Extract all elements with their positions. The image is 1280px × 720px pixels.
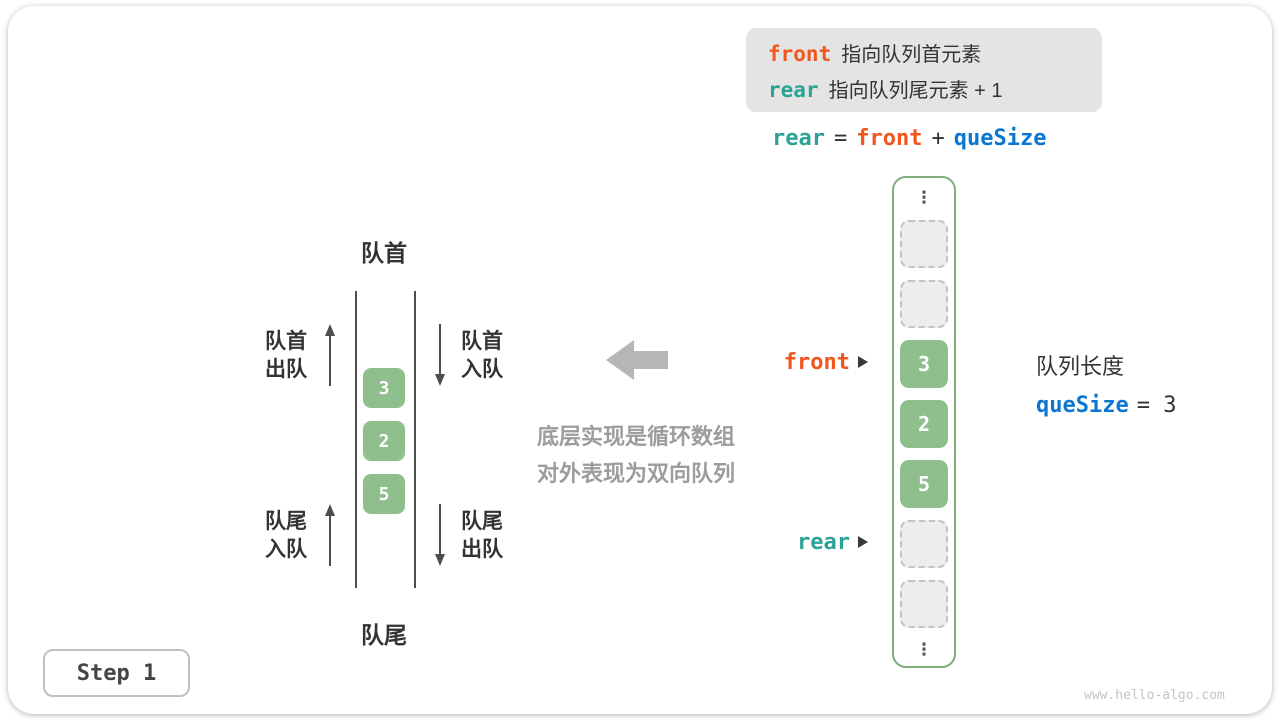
head-dequeue-label: 队首 出队 bbox=[258, 328, 314, 384]
queue-length-label: 队列长度 bbox=[1036, 354, 1125, 379]
formula-rear: rear bbox=[772, 126, 825, 151]
deque-item: 2 bbox=[363, 421, 405, 461]
head-enqueue-line2: 入队 bbox=[461, 358, 503, 381]
array-cell: 2 bbox=[900, 400, 948, 448]
pointer-formula: rear = front + queSize bbox=[772, 126, 1055, 151]
legend-line-rear: rear 指向队列尾元素 + 1 bbox=[768, 74, 1080, 103]
quesize-line: queSize = 3 bbox=[1036, 386, 1176, 425]
front-keyword: front bbox=[768, 41, 832, 66]
implementation-note: 底层实现是循环数组 对外表现为双向队列 bbox=[505, 418, 767, 492]
tail-dequeue-label: 队尾 出队 bbox=[454, 508, 510, 564]
front-pointer-label: front bbox=[783, 349, 850, 375]
ellipsis-bottom: ⋮ bbox=[915, 640, 933, 659]
legend-line-front: front 指向队列首元素 bbox=[768, 38, 1080, 67]
deque-right-wall bbox=[414, 291, 416, 588]
pointer-arrow-icon bbox=[858, 536, 868, 548]
deque-head-label: 队首 bbox=[361, 240, 407, 266]
formula-equals: = bbox=[833, 126, 848, 151]
left-arrow-icon bbox=[606, 340, 668, 380]
down-arrow-icon bbox=[435, 324, 445, 386]
deque-left-wall bbox=[355, 291, 357, 588]
note-line1: 底层实现是循环数组 bbox=[536, 424, 735, 449]
rear-keyword: rear bbox=[768, 77, 819, 102]
deque-tail-label: 队尾 bbox=[361, 622, 407, 648]
pointer-arrow-icon bbox=[858, 356, 868, 368]
up-arrow-icon bbox=[325, 324, 335, 386]
formula-quesize: queSize bbox=[953, 126, 1047, 151]
formula-plus: + bbox=[931, 126, 945, 151]
tail-enqueue-line2: 入队 bbox=[265, 538, 307, 561]
ellipsis-top: ⋮ bbox=[915, 188, 933, 207]
array-cell-empty bbox=[900, 520, 948, 568]
up-arrow-icon bbox=[325, 504, 335, 566]
note-line2: 对外表现为双向队列 bbox=[536, 461, 735, 486]
tail-enqueue-label: 队尾 入队 bbox=[258, 508, 314, 564]
tail-dequeue-line2: 出队 bbox=[461, 538, 503, 561]
legend-box: front 指向队列首元素 rear 指向队列尾元素 + 1 bbox=[746, 28, 1102, 112]
head-dequeue-line2: 出队 bbox=[265, 358, 307, 381]
front-description: 指向队列首元素 bbox=[841, 43, 982, 66]
tail-dequeue-line1: 队尾 bbox=[461, 510, 503, 533]
tail-enqueue-line1: 队尾 bbox=[265, 510, 307, 533]
queue-length-info: 队列长度 queSize = 3 bbox=[1036, 348, 1176, 425]
head-enqueue-line1: 队首 bbox=[461, 330, 503, 353]
array-cell-empty bbox=[900, 280, 948, 328]
array-cell: 3 bbox=[900, 340, 948, 388]
deque-item: 5 bbox=[363, 474, 405, 514]
figure-card: front 指向队列首元素 rear 指向队列尾元素 + 1 rear = front +… bbox=[8, 6, 1272, 714]
rear-description: 指向队列尾元素 + 1 bbox=[828, 79, 1003, 102]
quesize-keyword: queSize bbox=[1036, 393, 1129, 418]
array-cell-empty bbox=[900, 580, 948, 628]
formula-front: front bbox=[856, 126, 923, 151]
deque-item: 3 bbox=[363, 368, 405, 408]
down-arrow-icon bbox=[435, 504, 445, 566]
rear-pointer: rear bbox=[797, 528, 868, 556]
array-cell: 5 bbox=[900, 460, 948, 508]
quesize-value: = 3 bbox=[1136, 393, 1177, 418]
head-enqueue-label: 队首 入队 bbox=[454, 328, 510, 384]
step-badge: Step 1 bbox=[43, 649, 190, 697]
array-cell-empty bbox=[900, 220, 948, 268]
rear-pointer-label: rear bbox=[797, 529, 850, 555]
circular-array: ⋮ 3 2 5 ⋮ bbox=[892, 176, 956, 668]
watermark: www.hello-algo.com bbox=[1084, 688, 1225, 703]
front-pointer: front bbox=[784, 348, 868, 376]
head-dequeue-line1: 队首 bbox=[265, 330, 307, 353]
